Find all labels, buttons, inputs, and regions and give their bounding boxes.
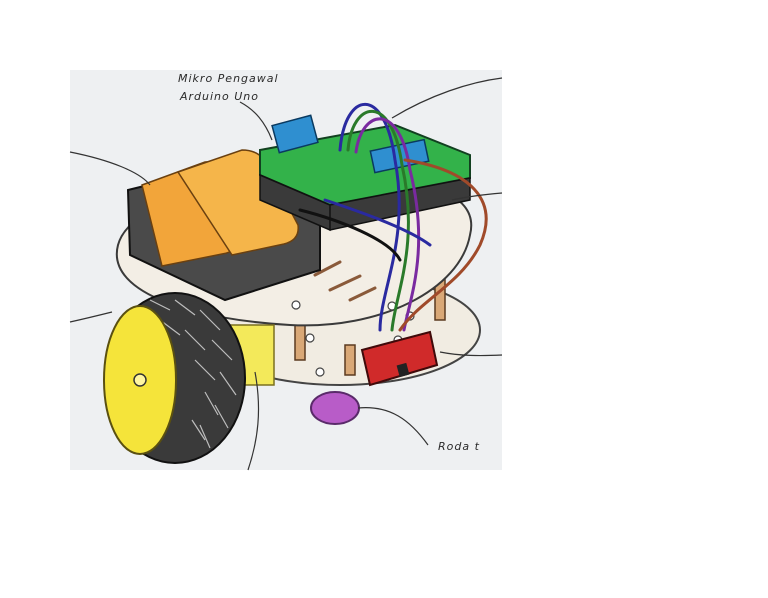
pin-header (271, 114, 319, 154)
wheel-axle (133, 373, 147, 387)
arduino-board-side (259, 173, 471, 232)
tire-tread (149, 299, 237, 449)
power-switch (360, 330, 439, 387)
callout-leader-lines (69, 77, 503, 471)
jumper-wires (298, 102, 488, 332)
controller-label-line1: Mikro Pengawal (178, 72, 279, 85)
controller-label-line2: Arduino Uno (180, 90, 260, 103)
caster-wheel-label: Roda t (438, 440, 480, 453)
caster-wheel (310, 391, 360, 425)
switch-toggle (396, 362, 410, 378)
